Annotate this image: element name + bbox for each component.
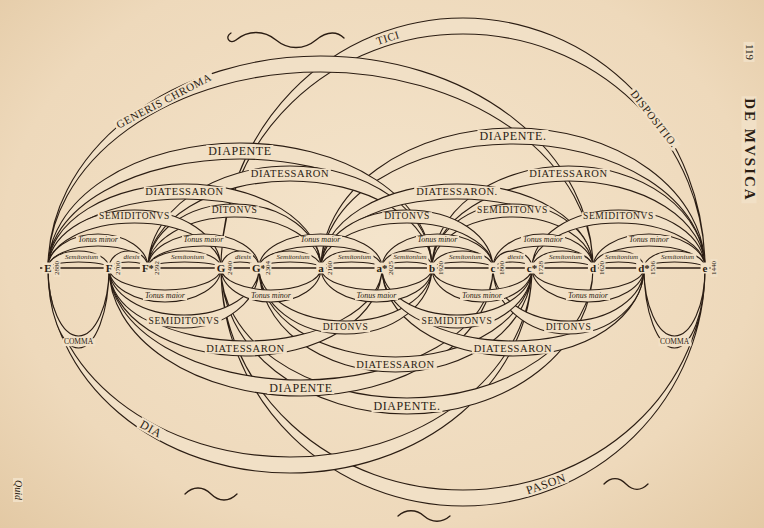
step-label: Tonus minor — [416, 236, 460, 244]
interval-label: DIAPENTE — [267, 382, 334, 394]
ratio-number: 1440 — [711, 259, 718, 277]
ratio-number: 1920 — [438, 259, 445, 277]
ratio-number: 1728 — [538, 259, 545, 277]
interval-band — [48, 234, 148, 268]
note-letter: b — [427, 263, 437, 274]
interval-band — [644, 268, 705, 348]
title-text: DISPOSITIO. — [627, 87, 681, 151]
interval-band — [259, 268, 532, 372]
step-label: Semitonium — [63, 253, 100, 260]
step-label: diesis — [122, 253, 142, 260]
page-number: 119 — [744, 42, 755, 62]
scroll-ornament — [398, 511, 450, 522]
ratio-number: 1800 — [499, 259, 506, 277]
interval-label: SEMIDITONVS — [147, 317, 222, 327]
note-letter: c — [489, 263, 498, 274]
ratio-number: 2880 — [54, 259, 61, 277]
step-label: Tonus minor — [76, 236, 120, 244]
step-label: Semitonium — [547, 253, 584, 260]
scroll-ornament — [604, 479, 648, 490]
ratio-number: 2400 — [227, 259, 234, 277]
interval-label: DIATESSARON — [354, 359, 436, 370]
interval-band — [321, 184, 593, 268]
step-label: Semitonium — [274, 253, 311, 260]
scroll-ornament — [228, 33, 344, 48]
interval-label: DIATESSARON — [527, 168, 609, 179]
ratio-number: 1620 — [599, 259, 606, 277]
step-label: Semitonium — [336, 253, 373, 260]
step-label: Tonus maior — [566, 292, 610, 300]
interval-label: SEMIDITONVS — [475, 206, 550, 216]
interval-label: DIA — [136, 417, 166, 441]
step-label: Semitonium — [391, 253, 428, 260]
step-label: Semitonium — [169, 253, 206, 260]
interval-label: COMMA — [658, 338, 691, 346]
interval-label: SEMIDITONVS — [97, 212, 172, 222]
interval-label: DIATESSARON — [143, 186, 225, 197]
interval-band — [109, 268, 221, 302]
ratio-number: 1536 — [650, 259, 657, 277]
ratio-number: 2160 — [327, 259, 334, 277]
interval-band — [48, 56, 593, 268]
interval-label: SEMIDITONVS — [420, 317, 495, 327]
interval-band — [109, 268, 259, 328]
note-letter: e — [701, 263, 710, 274]
interval-band — [148, 204, 321, 268]
note-letter: a — [316, 263, 326, 274]
interval-label: DIATESSARON. — [414, 186, 500, 197]
interval-label: SEMIDITONVS — [581, 212, 656, 222]
interval-label: DITONVS — [382, 212, 432, 222]
step-label: Tonus maior — [182, 236, 226, 244]
interval-label: DIAPENTE. — [477, 130, 548, 142]
interval-bands — [48, 18, 705, 506]
step-label: Tonus minor — [627, 236, 671, 244]
interval-label: DITONVS — [321, 323, 371, 333]
step-label: diesis — [506, 253, 526, 260]
step-label: Tonus maior — [299, 236, 343, 244]
step-label: Tonus minor — [249, 292, 293, 300]
interval-band — [148, 234, 259, 268]
interval-label: DIAPENTE — [206, 145, 273, 157]
interval-label: DIATESSARON — [204, 343, 286, 354]
step-label: Semitonium — [659, 253, 696, 260]
scroll-ornament — [185, 488, 237, 500]
interval-label: DIAPENTE. — [371, 400, 442, 412]
interval-label: PASON — [522, 471, 569, 497]
step-label: Semitonium — [603, 253, 640, 260]
interval-band — [432, 166, 705, 268]
step-label: Tonus maior — [355, 292, 399, 300]
interval-label: DIATESSARON — [472, 343, 554, 354]
running-head: DE MVSICA — [742, 96, 757, 203]
ratio-number: 2025 — [388, 259, 395, 277]
catchword: Quid — [13, 478, 23, 502]
ratio-number: 2592 — [154, 259, 161, 277]
interval-band — [48, 268, 109, 348]
step-label: Tonus maior — [143, 292, 187, 300]
note-letter: E — [42, 263, 53, 274]
title-text: GENERIS CHROMA — [113, 71, 215, 132]
interval-label: DITONVS — [544, 323, 594, 333]
note-letter: G — [215, 263, 228, 274]
step-label: diesis — [233, 253, 253, 260]
interval-band — [48, 184, 321, 268]
interval-band — [109, 268, 382, 356]
note-letter: F — [104, 263, 115, 274]
step-label: Tonus maior — [521, 236, 565, 244]
step-label: Tonus minor — [460, 292, 504, 300]
ratio-number: 2304 — [265, 259, 272, 277]
interval-label: DIATESSARON — [249, 168, 331, 179]
title-text: TICI — [373, 28, 403, 47]
interval-label: COMMA — [62, 338, 95, 346]
step-label: Semitonium — [447, 253, 484, 260]
note-letter: d — [588, 263, 598, 274]
interval-band — [432, 268, 532, 302]
ratio-number: 2700 — [115, 259, 122, 277]
interval-label: DITONVS — [210, 206, 260, 216]
